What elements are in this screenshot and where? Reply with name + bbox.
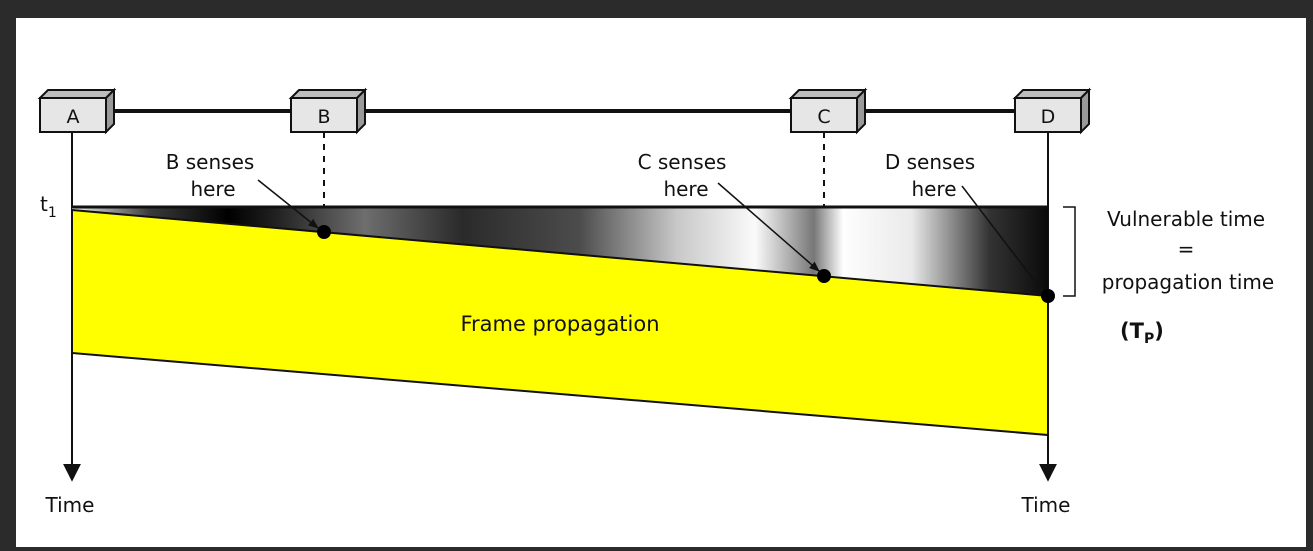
frame-propagation-band [71, 208, 1049, 437]
c-sense-point [817, 269, 831, 283]
d-senses-pointer [961, 185, 1044, 293]
station-d: D [1012, 87, 1092, 135]
c-senses-line2: here [663, 177, 708, 201]
vulnerable-time-line3: propagation time [1102, 270, 1274, 294]
t1-label: t1 [40, 192, 57, 221]
station-a-label: A [67, 106, 80, 128]
d-sense-point [1041, 289, 1055, 303]
station-c: C [788, 87, 868, 135]
vulnerable-time-bracket [1063, 206, 1076, 297]
b-senses-pointer [257, 179, 319, 229]
station-a: A [37, 87, 117, 135]
time-label-left: Time [45, 493, 95, 517]
frame-propagation-label: Frame propagation [460, 312, 659, 336]
b-senses-line2: here [190, 177, 235, 201]
c-senses-pointer [717, 182, 820, 272]
vulnerable-time-line2: = [1178, 237, 1195, 261]
station-d-label: D [1041, 106, 1056, 128]
b-senses-line1: B senses [166, 150, 255, 174]
d-senses-line2: here [911, 177, 956, 201]
station-c-label: C [817, 106, 830, 128]
d-senses-line1: D senses [885, 150, 975, 174]
b-sense-point [317, 225, 331, 239]
tp-label: (TP) [1120, 319, 1164, 347]
vulnerable-time-line1: Vulnerable time [1107, 207, 1265, 231]
c-senses-line1: C senses [638, 150, 727, 174]
station-b: B [288, 87, 368, 135]
time-label-right: Time [1021, 493, 1071, 517]
station-b-label: B [317, 106, 330, 128]
